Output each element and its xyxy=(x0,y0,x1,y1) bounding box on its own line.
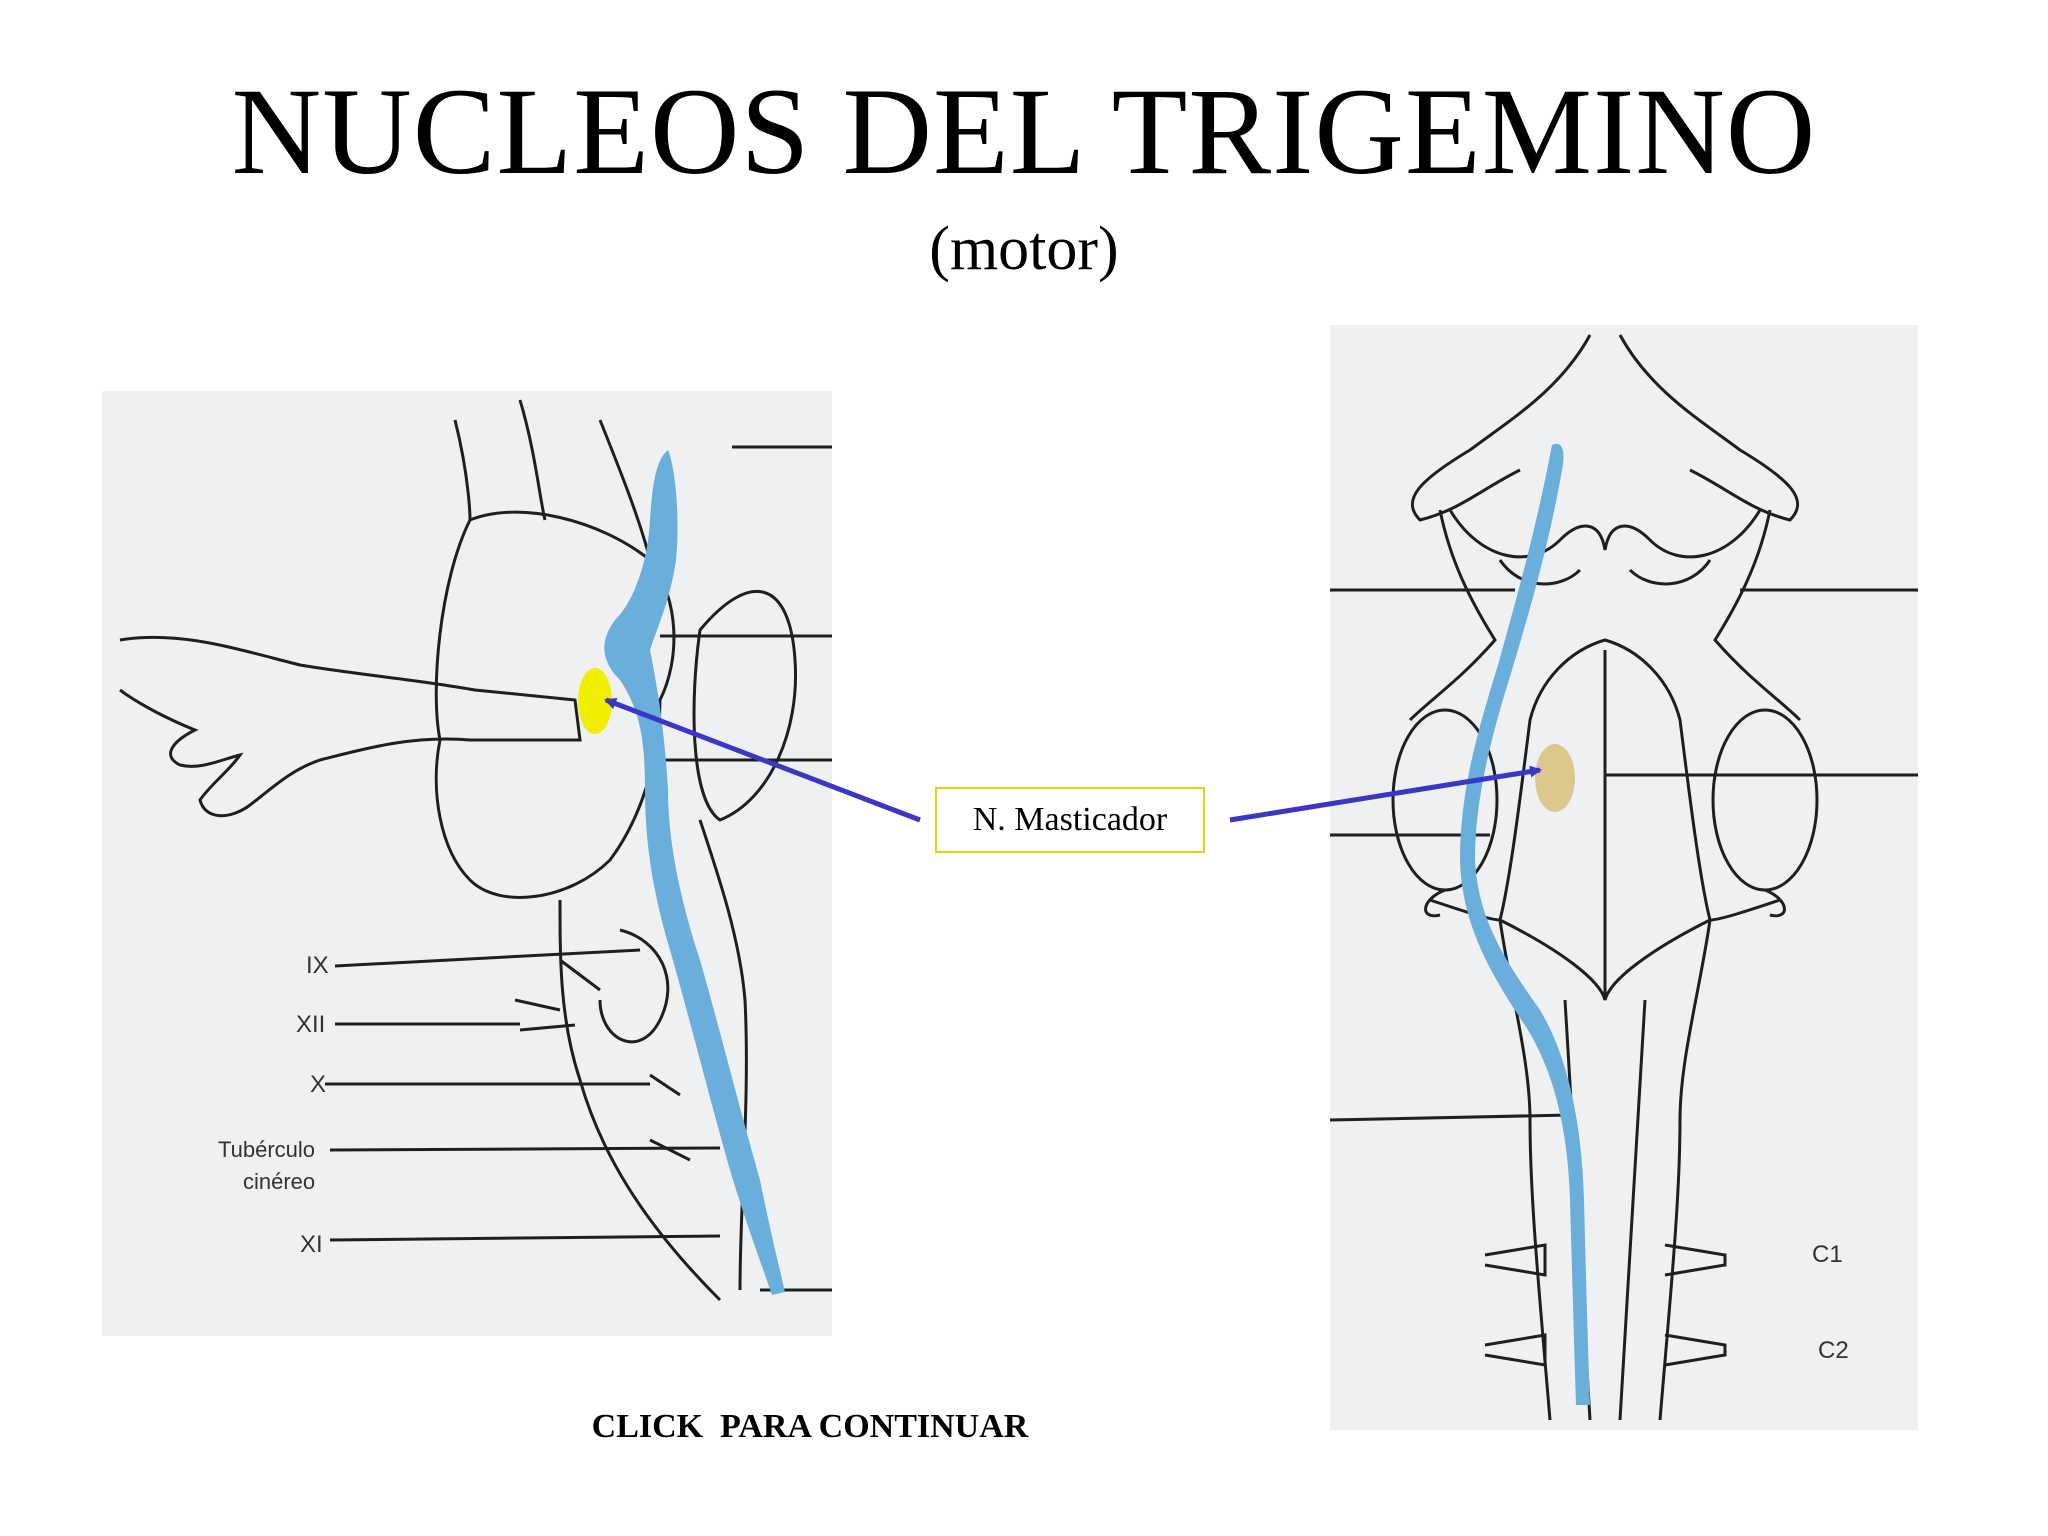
right-lower-colliculi xyxy=(1498,559,1712,586)
right-brainstem-figure: C1 C2 xyxy=(1329,325,1918,1430)
right-colliculi-outline xyxy=(1448,509,1762,559)
right-lateral-contour-right xyxy=(1713,509,1802,722)
left-brainstem-figure: IX XII X Tubérculo cinéreo XI xyxy=(102,391,832,1336)
tuberculo-leader-line xyxy=(329,1146,721,1152)
left-rootlets xyxy=(514,958,691,1162)
left-figure-background xyxy=(102,391,832,1336)
label-x: X xyxy=(310,1071,326,1098)
left-midbrain-outline xyxy=(453,399,652,561)
label-xii: XII xyxy=(296,1011,325,1038)
left-medulla-outline-2 xyxy=(698,819,748,1291)
page-title: NUCLEOS DEL TRIGEMINO xyxy=(231,63,1817,200)
right-thalamus-outline xyxy=(1410,334,1800,522)
right-arrow xyxy=(1229,765,1542,823)
right-root-c2 xyxy=(1484,1333,1727,1367)
label-c2: C2 xyxy=(1818,1337,1849,1364)
right-figure-background xyxy=(1330,325,1918,1430)
left-trigeminal-root-outline xyxy=(119,635,582,818)
label-xi: XI xyxy=(300,1231,323,1258)
label-cinereo: cinéreo xyxy=(243,1169,315,1194)
right-root-c1 xyxy=(1484,1243,1727,1277)
right-nucleus-highlight xyxy=(1535,744,1575,812)
nucleus-callout-label: N. Masticador xyxy=(935,787,1205,853)
right-motor-nucleus-column xyxy=(1460,443,1590,1405)
left-motor-nucleus-column xyxy=(604,450,785,1295)
right-fig-leader-5 xyxy=(1329,1113,1571,1122)
xi-leader-line xyxy=(329,1234,721,1242)
callout-arrows xyxy=(604,697,1542,823)
left-nucleus-highlight xyxy=(578,668,612,734)
label-c1: C1 xyxy=(1812,1241,1843,1268)
ix-leader-line xyxy=(334,948,641,968)
continue-link[interactable]: CLICK PARA CONTINUAR xyxy=(591,1408,1029,1445)
label-tuberculo: Tubérculo xyxy=(218,1137,315,1162)
page-subtitle: (motor) xyxy=(929,215,1119,283)
label-ix: IX xyxy=(306,952,329,979)
left-olive-outline xyxy=(598,928,670,1044)
right-inferior-peduncle-right xyxy=(1709,888,1786,922)
right-lateral-contour-left xyxy=(1408,509,1497,722)
left-arrow xyxy=(604,697,921,823)
right-medulla-right-edge xyxy=(1658,919,1712,1421)
